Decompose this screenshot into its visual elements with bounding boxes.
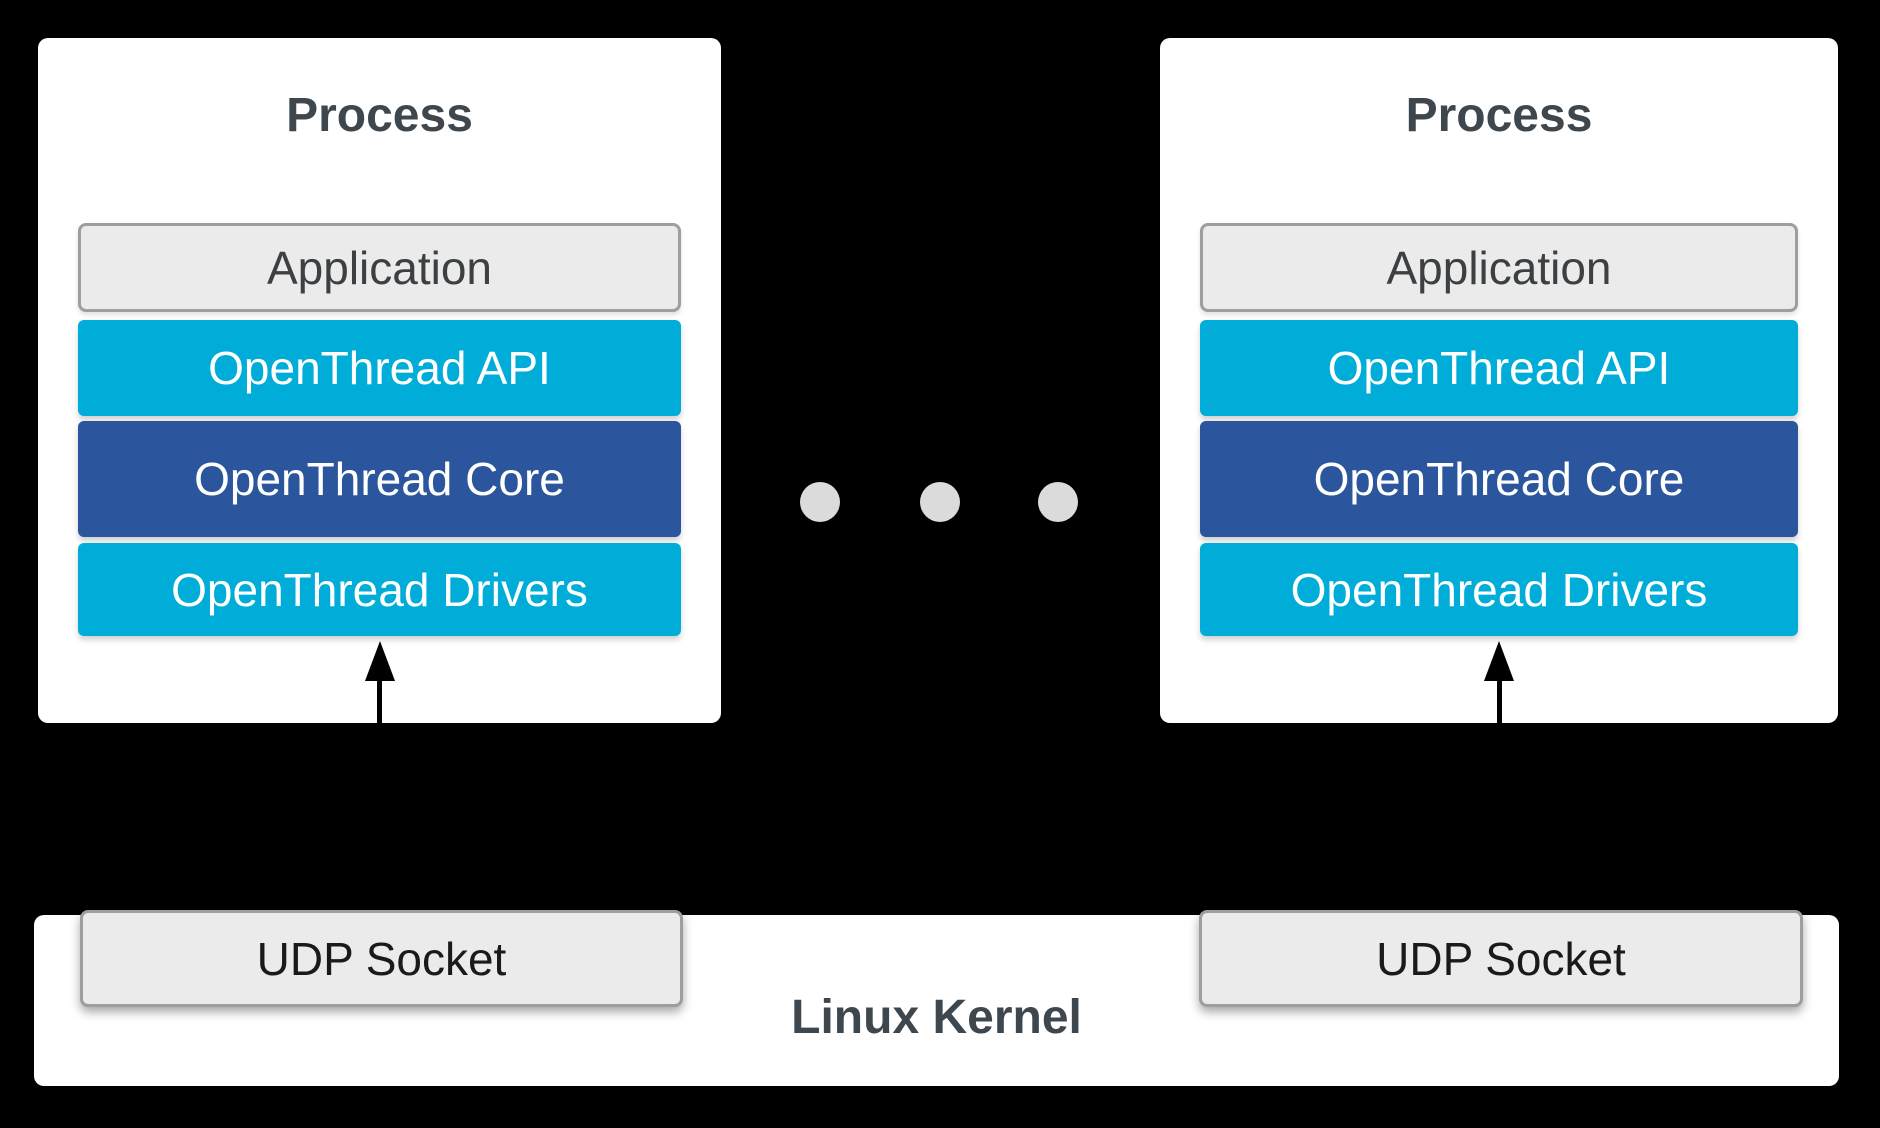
linux-kernel-label: Linux Kernel	[791, 991, 1082, 1044]
process-title: Process	[1405, 89, 1593, 142]
up-arrow-icon	[1484, 641, 1514, 723]
udp-socket-left: UDP Socket	[80, 910, 683, 1007]
process-box-right: Process Application OpenThread API OpenT…	[1160, 38, 1838, 723]
layer-openthread-core: OpenThread Core	[78, 421, 681, 537]
udp-socket-right: UDP Socket	[1199, 910, 1803, 1007]
layer-openthread-drivers: OpenThread Drivers	[78, 543, 681, 636]
up-arrow-line	[377, 677, 382, 723]
layer-openthread-api: OpenThread API	[1200, 320, 1798, 416]
ellipsis-dot	[800, 482, 840, 522]
process-title: Process	[286, 89, 473, 142]
layer-openthread-drivers: OpenThread Drivers	[1200, 543, 1798, 636]
up-arrow-icon	[364, 641, 395, 723]
layer-openthread-api: OpenThread API	[78, 320, 681, 416]
process-box-left: Process Application OpenThread API OpenT…	[38, 38, 721, 723]
up-arrow-head	[364, 641, 395, 681]
ellipsis-dot	[1038, 482, 1078, 522]
layer-openthread-core: OpenThread Core	[1200, 421, 1798, 537]
layer-application: Application	[78, 223, 681, 312]
layer-application: Application	[1200, 223, 1798, 312]
ellipsis-dot	[920, 482, 960, 522]
up-arrow-line	[1496, 677, 1502, 723]
up-arrow-head	[1484, 641, 1514, 681]
